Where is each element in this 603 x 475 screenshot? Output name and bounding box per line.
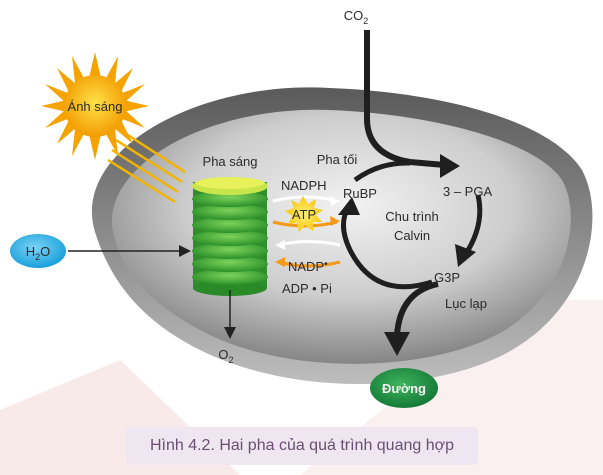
grana-stack <box>192 177 268 296</box>
co2-label: CO2 <box>344 8 369 26</box>
calvin-arrow-head-left <box>338 197 360 215</box>
calvin-arc-top <box>353 160 411 183</box>
water-bubble <box>10 234 66 268</box>
nadp-label: NADP• <box>288 259 328 274</box>
g3p-label: G3P <box>434 270 460 285</box>
rubp-label: RuBP <box>343 186 377 201</box>
atp-label: ATP <box>292 207 316 222</box>
adp-pi-label: ADP • Pi <box>282 281 332 296</box>
calvin-label-2: Calvin <box>394 228 430 243</box>
figure-caption: Hình 4.2. Hai pha của quá trình quang hợ… <box>126 427 478 465</box>
atp-arrow-head <box>330 216 340 226</box>
co2-arrow-head <box>440 154 460 178</box>
caption-text: Hình 4.2. Hai pha của quá trình quang hợ… <box>149 437 455 454</box>
sugar-label: Đường <box>382 381 426 396</box>
adp-arrow-head <box>275 257 285 267</box>
dark-phase-label: Pha tối <box>317 152 358 167</box>
pga-label: 3 – PGA <box>443 184 492 199</box>
nadp-arrow-head <box>275 240 285 250</box>
light-label: Ánh sáng <box>68 99 123 114</box>
light-beams <box>107 128 186 204</box>
calvin-arrow-head-right <box>455 244 476 267</box>
light-phase-label: Pha sáng <box>203 154 258 169</box>
sugar-arrow <box>394 281 439 336</box>
calvin-label-1: Chu trình <box>385 209 438 224</box>
oxygen-label: O2 <box>218 347 233 365</box>
chloroplast-inner <box>111 109 571 364</box>
sun-icon <box>41 52 149 160</box>
sugar-arrow-head <box>384 332 410 356</box>
chloroplast-label: Lục lạp <box>445 296 487 311</box>
atp-burst-icon <box>285 196 323 232</box>
nadph-label: NADPH <box>281 178 327 193</box>
calvin-arc-bottom <box>341 206 433 290</box>
water-label: H2O <box>26 244 51 262</box>
sugar-bubble <box>370 368 438 408</box>
nadph-arrow-head <box>330 196 340 206</box>
